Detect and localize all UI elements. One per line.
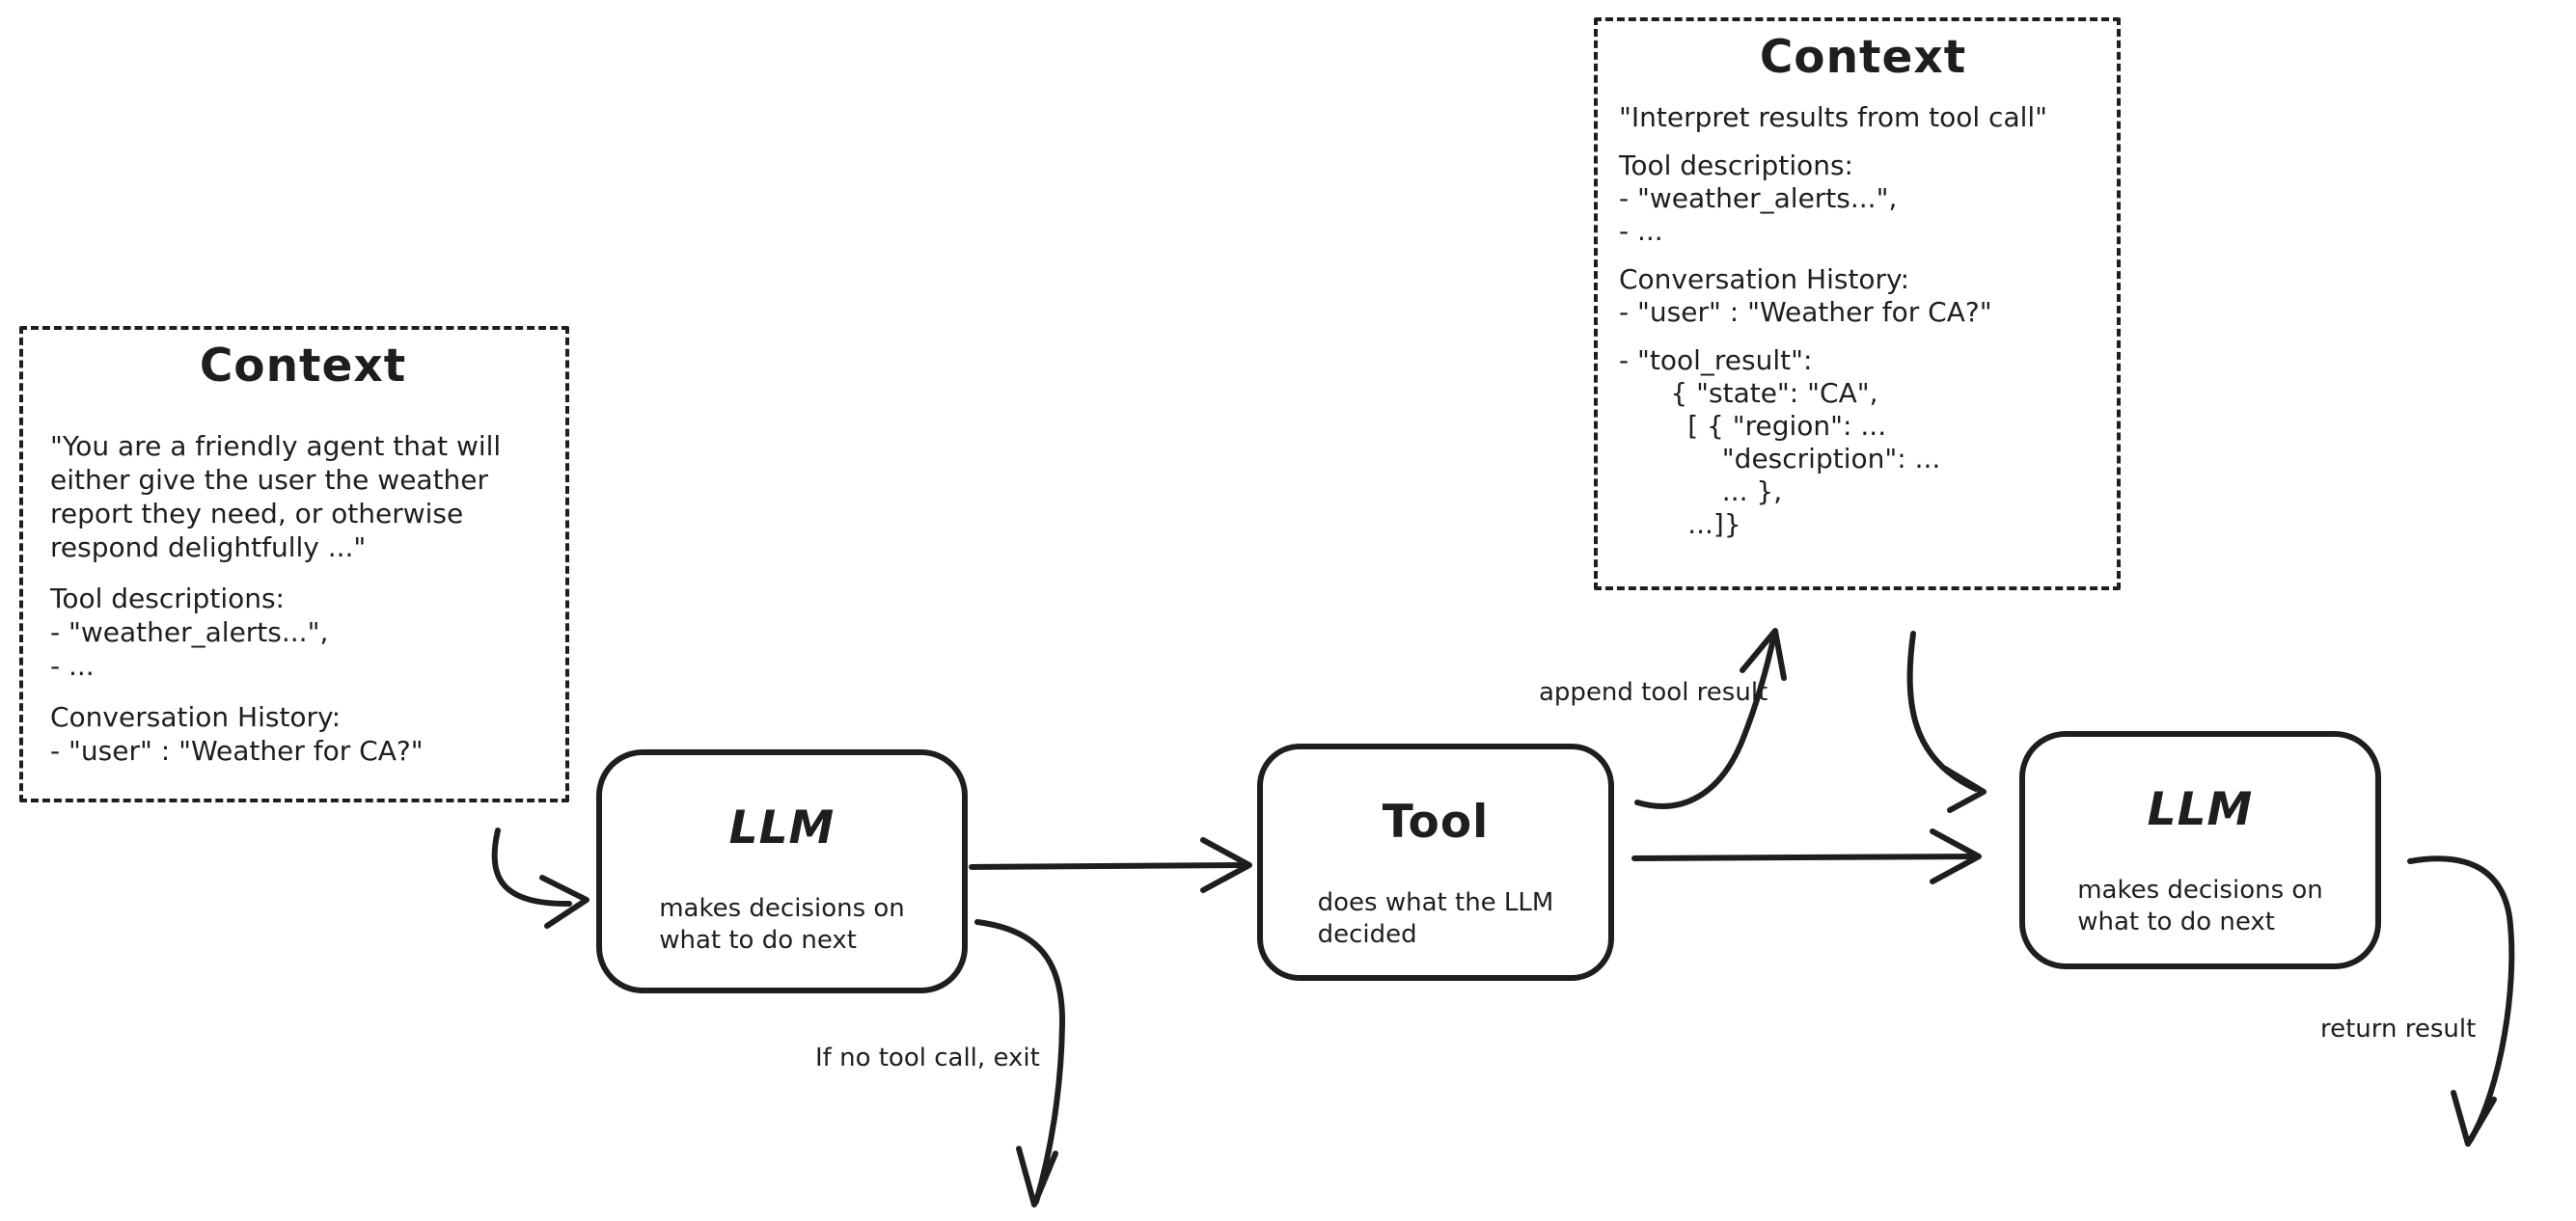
edge-llm1-to-tool [969,862,1246,870]
llm1-title: LLM [728,801,836,855]
edge-label-append-tool-result: append tool result [1539,678,1768,707]
llm2-subtitle: makes decisions on what to do next [2077,876,2323,936]
context-left-title: Context [199,339,407,393]
context-left-node: Context "You are a friendly agent that w… [19,326,569,802]
context-left-conversation-history: Conversation History: - "user" : "Weathe… [50,701,424,767]
llm2-title: LLM [2147,783,2254,836]
llm2-node: LLM makes decisions on what to do next [2019,731,2381,969]
context-top-tool-result: - "tool_result": { "state": "CA", [ { "r… [1619,344,1941,540]
edge-llm2-return [2407,855,2515,1144]
edge-tool-to-llm2 [1631,854,1975,861]
tool-node: Tool does what the LLM decided [1257,744,1614,981]
edge-tool-to-llm2-arrowhead [1930,828,1982,884]
context-top-conversation-history: Conversation History: - "user" : "Weathe… [1619,263,1992,328]
context-top-node: Context "Interpret results from tool cal… [1594,17,2121,590]
edge-llm1-to-tool-arrowhead [1200,837,1252,893]
edge-context-top-to-llm2 [1906,631,1979,792]
edge-context-top-to-llm2-arrowhead [1942,766,1987,813]
tool-subtitle: does what the LLM decided [1317,888,1554,949]
context-left-system-prompt: "You are a friendly agent that will eith… [50,430,502,563]
tool-title: Tool [1382,796,1490,849]
edge-llm1-exit [974,919,1066,1205]
edge-llm1-exit-arrowhead [1016,1146,1058,1207]
edge-context-left-to-llm1-arrowhead [539,875,589,929]
llm1-node: LLM makes decisions on what to do next [596,749,968,993]
edge-llm2-return-arrowhead [2451,1090,2497,1147]
edge-tool-to-context-top-arrowhead [1740,628,1787,681]
context-top-tool-descriptions: Tool descriptions: - "weather_alerts..."… [1619,149,1898,247]
edge-label-return-result: return result [2320,1015,2477,1044]
llm1-subtitle: makes decisions on what to do next [659,894,905,955]
context-top-system-prompt: "Interpret results from tool call" [1619,101,2048,133]
edge-tool-to-context-top [1634,632,1777,809]
edge-label-no-tool-call-exit: If no tool call, exit [815,1044,1040,1072]
context-top-title: Context [1759,31,1967,84]
edge-context-left-to-llm1 [491,828,572,908]
context-left-tool-descriptions: Tool descriptions: - "weather_alerts..."… [50,583,329,682]
